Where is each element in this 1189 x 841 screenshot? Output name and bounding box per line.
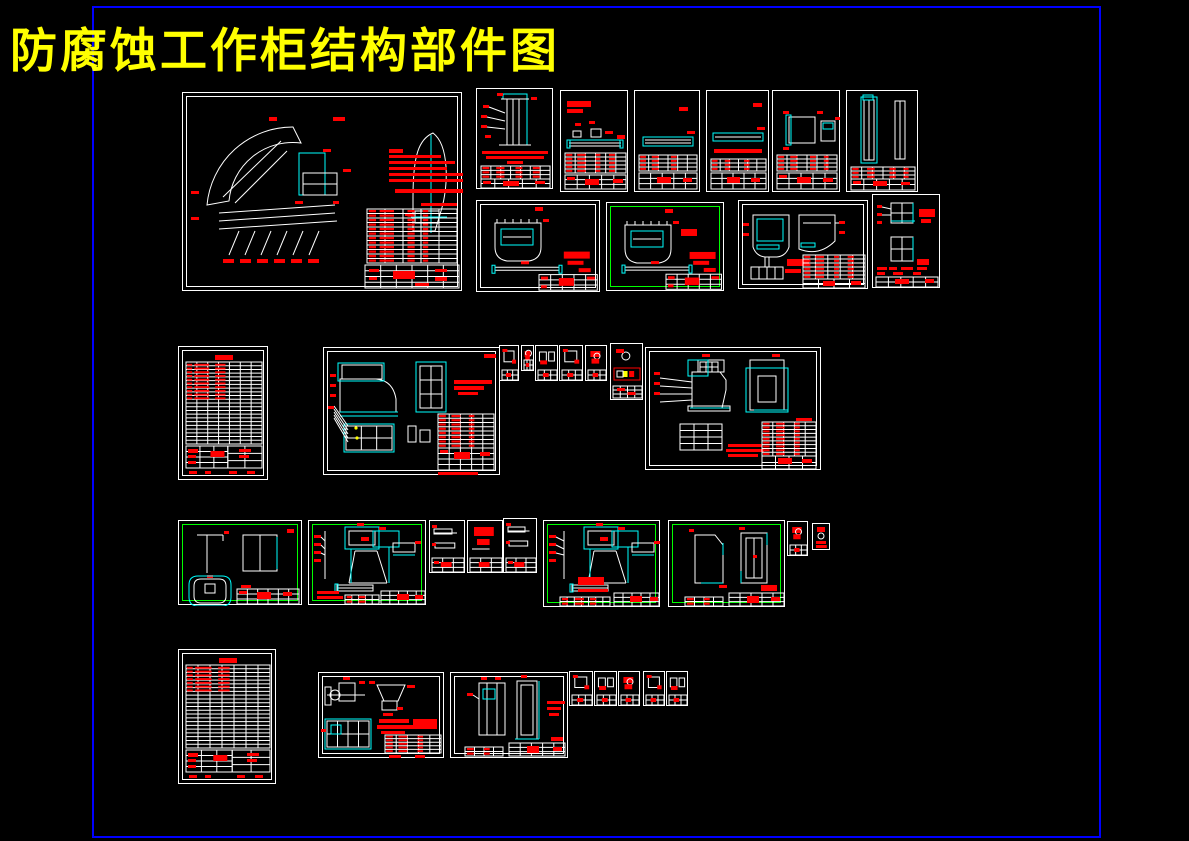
part-sheet-pair-graphics (875, 202, 939, 288)
small-sheet-k (812, 523, 830, 550)
part-sheet-twobars (846, 90, 918, 192)
small-sheet-g-graphics (431, 525, 465, 573)
part-sheet-rail-2 (634, 90, 700, 192)
small-sheet-a (499, 345, 519, 381)
parts-list-sheet-1-inner-border (182, 350, 264, 476)
part-sheet-shell-1 (476, 200, 600, 292)
cabinet-sheet-2-inner-border (649, 351, 817, 466)
small-sheet-f-graphics (612, 349, 643, 399)
parts-list-sheet-2-graphics (185, 658, 271, 778)
part-sheet-shell-2-inner-border (610, 206, 720, 287)
small-sheet-m (594, 671, 617, 706)
part-sheet-door-inner-border (672, 524, 781, 603)
part-sheet-column (476, 88, 553, 189)
part-sheet-tub (738, 200, 868, 289)
part-sheet-complex-1-graphics (314, 523, 426, 605)
part-sheet-angle (178, 520, 302, 606)
small-sheet-j (787, 521, 808, 556)
small-sheet-h-graphics (469, 527, 503, 573)
part-sheet-box (772, 90, 840, 192)
part-sheet-shell-1-graphics (491, 207, 598, 291)
part-sheet-shell-2 (606, 202, 724, 291)
part-sheet-box-graphics (776, 111, 840, 190)
small-sheet-n (618, 671, 640, 706)
part-sheet-rail-3-graphics (710, 103, 767, 190)
parts-list-sheet-2-inner-border (182, 653, 272, 780)
small-sheet-e (585, 345, 607, 381)
cabinet-sheet-1 (323, 347, 500, 475)
small-sheet-l-graphics (571, 675, 593, 706)
small-sheet-p-graphics (668, 677, 688, 706)
small-sheet-k-graphics (816, 527, 827, 548)
parts-list-sheet-2 (178, 649, 276, 784)
part-sheet-rail-1 (560, 90, 628, 192)
part-sheet-door (668, 520, 785, 607)
part-sheet-pair (872, 194, 940, 288)
parts-list-sheet-1 (178, 346, 268, 480)
part-sheet-complex-2 (543, 520, 660, 607)
small-sheet-b-graphics (523, 349, 534, 371)
small-sheet-p (666, 671, 688, 706)
part-sheet-twocol-graphics (464, 675, 566, 757)
part-sheet-complex-1 (308, 520, 426, 605)
small-sheet-n-graphics (620, 677, 640, 706)
part-sheet-column-graphics (480, 93, 551, 189)
small-sheet-c-graphics (537, 351, 558, 381)
small-sheet-a-graphics (501, 349, 519, 381)
small-sheet-m-graphics (596, 677, 617, 706)
plot-border (92, 6, 1101, 838)
part-sheet-twobars-graphics (850, 94, 916, 191)
small-sheet-i (503, 518, 537, 573)
small-sheet-d-graphics (561, 349, 583, 381)
part-sheet-tub-graphics (743, 214, 866, 289)
cabinet-sheet-2 (645, 347, 821, 470)
part-sheet-angle-inner-border (182, 524, 298, 601)
cabinet-sheet-1-inner-border (327, 351, 496, 471)
part-sheet-fitting-inner-border (322, 676, 440, 754)
small-sheet-o-graphics (645, 675, 665, 706)
part-sheet-fitting (318, 672, 444, 758)
small-sheet-h (467, 520, 503, 573)
small-sheet-i-graphics (505, 523, 537, 573)
part-sheet-door-graphics (684, 527, 785, 607)
small-sheet-o (643, 671, 665, 706)
cabinet-sheet-1-graphics (328, 354, 496, 475)
parts-list-sheet-1-graphics (185, 355, 263, 474)
small-sheet-d (559, 345, 583, 381)
part-sheet-shell-1-inner-border (480, 204, 596, 288)
small-sheet-b (521, 345, 534, 371)
part-sheet-fitting-graphics (321, 677, 442, 758)
cabinet-sheet-2-graphics (654, 354, 817, 470)
part-sheet-shell-2-graphics (621, 209, 722, 290)
part-sheet-rail-1-graphics (564, 101, 627, 190)
small-sheet-c (535, 345, 558, 381)
small-sheet-l (569, 671, 593, 706)
part-sheet-angle-graphics (188, 529, 300, 606)
main-assembly-sheet-graphics (191, 117, 463, 289)
part-sheet-complex-1-inner-border (312, 524, 422, 601)
small-sheet-g (429, 520, 465, 573)
small-sheet-e-graphics (587, 351, 607, 381)
part-sheet-complex-2-graphics (549, 523, 660, 607)
part-sheet-rail-2-graphics (638, 107, 698, 190)
small-sheet-j-graphics (789, 527, 808, 556)
part-sheet-twocol (450, 672, 568, 758)
main-assembly-sheet (182, 92, 463, 291)
small-sheet-f (610, 343, 643, 400)
drawing-title: 防腐蚀工作柜结构部件图 (10, 24, 560, 79)
part-sheet-rail-3 (706, 90, 769, 192)
